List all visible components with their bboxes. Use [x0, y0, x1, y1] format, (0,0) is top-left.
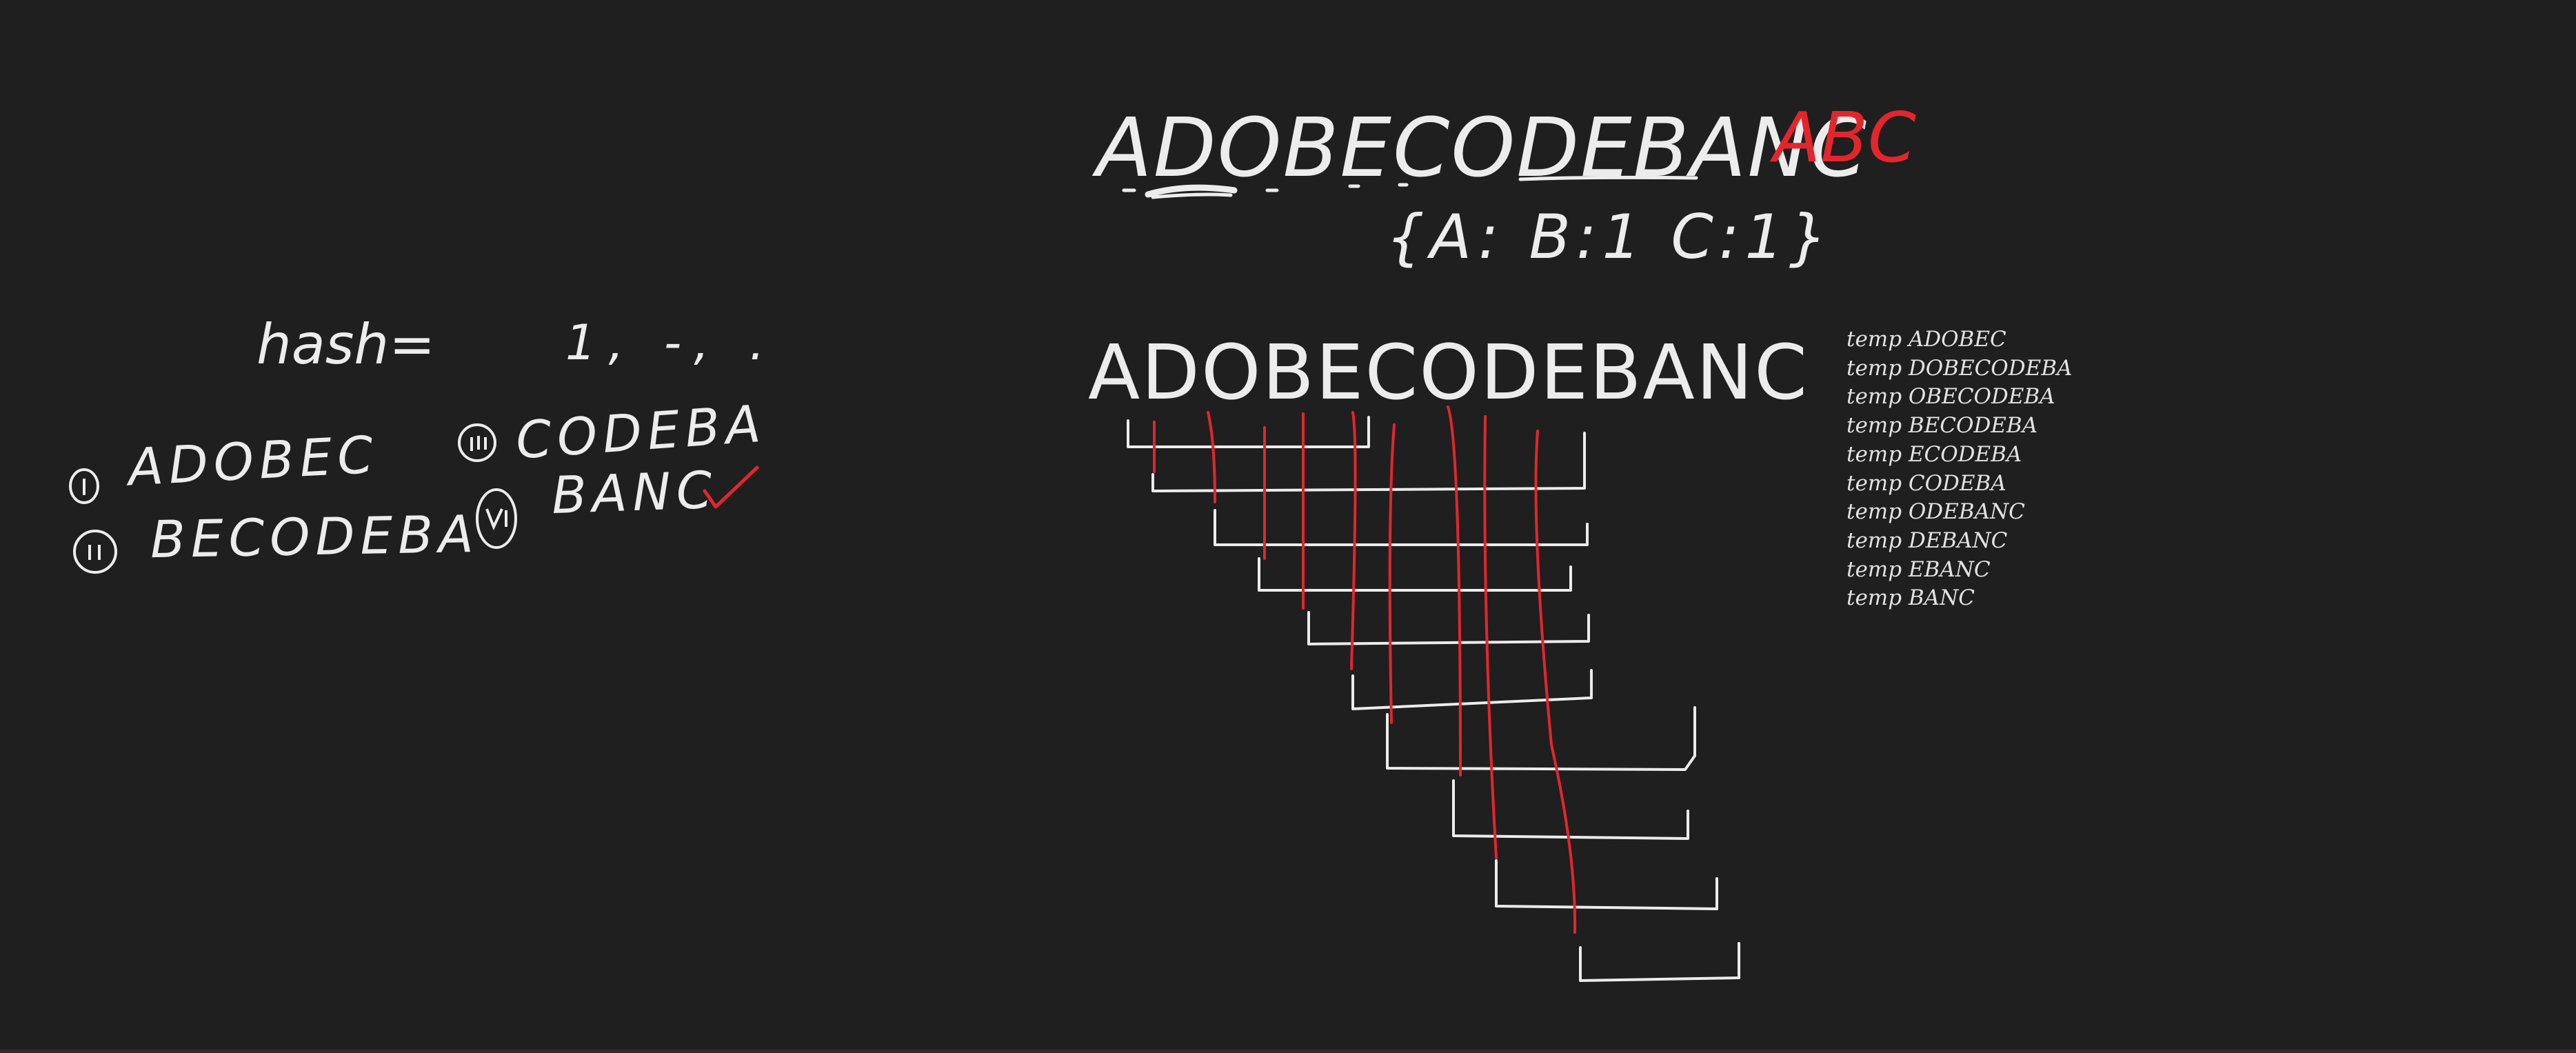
main-word-underline — [1122, 175, 1698, 199]
list-item: temp CODEBA — [1847, 470, 2006, 496]
canvas-bottom-edge — [0, 1050, 2576, 1053]
list-item: temp DOBECODEBA — [1847, 355, 2073, 381]
list-item: temp ODEBANC — [1847, 499, 2025, 525]
window-brackets — [1127, 416, 1740, 982]
target-string: ABC — [1773, 97, 1916, 178]
list-item: temp BANC — [1847, 585, 1975, 611]
temp-window-list: temp ADOBEC temp DOBECODEBA temp OBECODE… — [1847, 325, 2072, 613]
list-item: temp DEBANC — [1847, 528, 2008, 553]
list-item: temp ADOBEC — [1847, 327, 2006, 352]
list-item: temp BECODEBA — [1847, 413, 2038, 439]
list-item: temp EBANC — [1847, 556, 1991, 582]
check-mark-icon — [703, 465, 759, 509]
main-string: ADOBECODEBANC — [1096, 100, 1868, 195]
hash-label: hash= — [256, 312, 436, 377]
pointer-lines — [1153, 405, 1577, 934]
working-string: ADOBECODEBANC — [1088, 328, 1809, 417]
list-item: temp ECODEBA — [1847, 441, 2022, 467]
list-item: temp OBECODEBA — [1847, 384, 2055, 410]
hash-values: 1, -, . — [565, 314, 778, 371]
circled-marker-icon — [69, 423, 517, 574]
char-count-map: {A: B:1 C:1} — [1386, 201, 1833, 272]
